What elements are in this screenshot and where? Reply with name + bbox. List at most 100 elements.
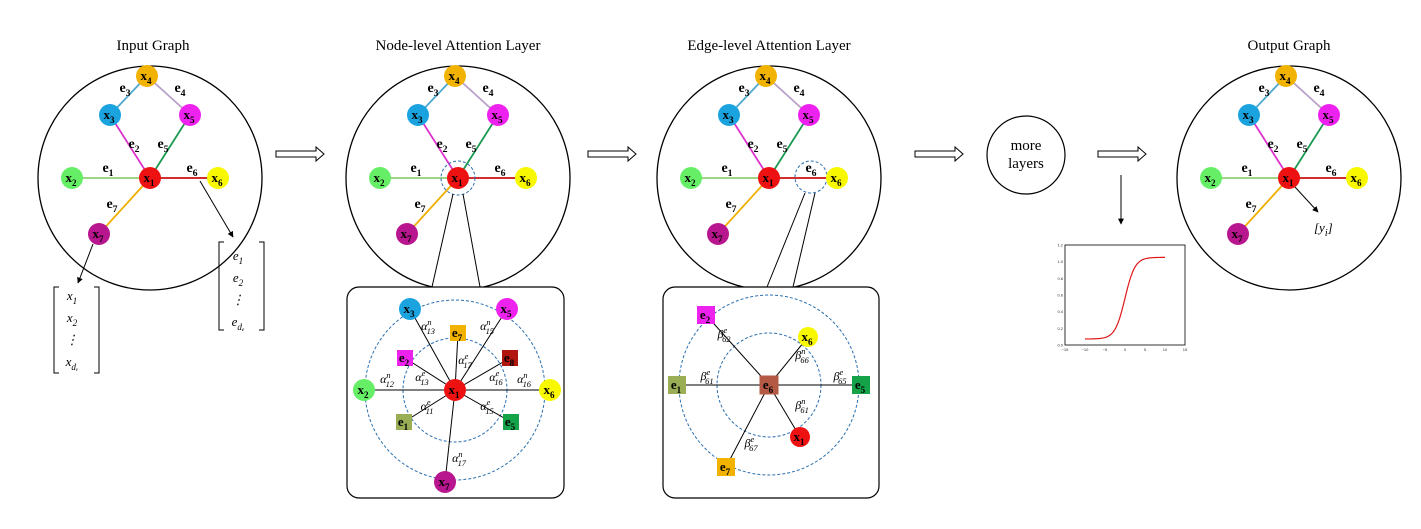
title-output-graph: Output Graph (1248, 38, 1331, 54)
edge-label-e4: e4 (482, 81, 493, 99)
edge-vector-left-bracket (218, 241, 224, 331)
edge-label-e6: e6 (494, 161, 505, 179)
edge-label-e6: e6 (805, 161, 816, 179)
edge-line-e5 (768, 114, 810, 179)
node-vector-right-bracket (94, 286, 100, 374)
zoom-node-label-x5: x5 (500, 301, 512, 319)
spoke-x7 (444, 389, 456, 483)
node-x7 (396, 223, 418, 245)
edge-line-e5 (149, 114, 191, 179)
edge-label-e4: e4 (793, 81, 804, 99)
edge-square-label-e1: e1 (671, 377, 682, 395)
edge-square-label-e8: e8 (504, 350, 515, 368)
edge-square-e2 (397, 350, 413, 366)
edge-square-label-e2: e2 (700, 307, 711, 325)
title-input-graph: Input Graph (117, 38, 190, 54)
node-vector-arrow (77, 243, 94, 284)
node-x1 (447, 167, 469, 189)
edge-square-label-e2: e2 (399, 350, 410, 368)
spoke-e7 (725, 384, 770, 468)
node-label-x2: x2 (65, 170, 77, 188)
edge-square-label-e7: e7 (452, 325, 463, 343)
edge-vector-entry: ⋮ (232, 292, 245, 307)
edge-label-e2: e2 (747, 137, 758, 155)
spoke-e2 (705, 314, 770, 386)
node-x4 (1275, 65, 1297, 87)
y-tick-label: 1.0 (1057, 259, 1063, 264)
edge-label-e5: e5 (776, 137, 787, 155)
node-label-x6: x6 (211, 170, 223, 188)
edge-label-e1: e1 (1241, 161, 1252, 179)
node-vector-entry: x1 (66, 288, 77, 306)
edge-label-e4: e4 (1313, 81, 1324, 99)
edge-label-e1: e1 (102, 161, 113, 179)
x-tick-label: 5 (1144, 347, 1147, 352)
node-label-x3: x3 (1242, 107, 1254, 125)
zoom-node-label-x6: x6 (801, 329, 813, 347)
node-label-x7: x7 (1231, 226, 1243, 244)
node-x2 (1200, 167, 1222, 189)
edge-line-e2 (417, 114, 459, 179)
hollow-arrow (914, 145, 964, 163)
sigmoid-curve (1085, 256, 1166, 340)
edge-square-e7 (450, 325, 466, 341)
node-x4 (444, 65, 466, 87)
node-x2 (61, 167, 83, 189)
node-label-x4: x4 (448, 68, 460, 86)
more-layers-line1: more (1011, 138, 1042, 154)
title-node-level-attention: Node-level Attention Layer (376, 38, 541, 54)
node-x3 (1238, 104, 1260, 126)
edge-label-e6: e6 (186, 161, 197, 179)
edge-label-e6: e6 (1325, 161, 1336, 179)
node-vector-entry: x2 (66, 310, 78, 328)
node-x1 (139, 167, 161, 189)
more-layers-line2: layers (1008, 156, 1044, 172)
y-tick-label: 0.8 (1057, 276, 1063, 281)
edge-square-label-e6: e6 (763, 377, 774, 395)
edge-label-e2: e2 (1267, 137, 1278, 155)
edge-label-e5: e5 (465, 137, 476, 155)
zoom-callout-left (431, 193, 454, 288)
zoom-node-x3 (399, 298, 421, 320)
title-edge-level-attention: Edge-level Attention Layer (687, 38, 850, 54)
edge-square-e5 (852, 376, 870, 394)
node-x6 (515, 167, 537, 189)
plot-frame (1064, 244, 1186, 346)
node-x5 (179, 104, 201, 126)
zoom-node-x6 (798, 327, 818, 347)
edge-line-e7 (1237, 177, 1290, 235)
flow-arrows (275, 145, 1147, 163)
edge-square-e1 (396, 414, 412, 430)
edge-label-e3: e3 (738, 81, 749, 99)
zoom-node-label-x3: x3 (403, 301, 415, 319)
edge-label-e2: e2 (128, 137, 139, 155)
node-x4 (755, 65, 777, 87)
zoom-node-x2 (353, 379, 375, 401)
edge-vector-arrow (199, 180, 234, 238)
edge-label-e1: e1 (410, 161, 421, 179)
focus-dashed-circle (440, 160, 476, 196)
edge-line-e2 (109, 114, 151, 179)
node-x5 (798, 104, 820, 126)
edge-square-label-e1: e1 (398, 414, 409, 432)
node-label-x5: x5 (183, 107, 195, 125)
x-tick-label: 15 (1183, 347, 1188, 352)
zoom-node-label-x6: x6 (543, 382, 555, 400)
zoom-node-x6 (539, 379, 561, 401)
zoom-node-x7 (434, 471, 456, 493)
node-x7 (1227, 223, 1249, 245)
edge-line-e5 (1288, 114, 1330, 179)
node-x2 (369, 167, 391, 189)
edge-vector-right-bracket (259, 241, 265, 331)
